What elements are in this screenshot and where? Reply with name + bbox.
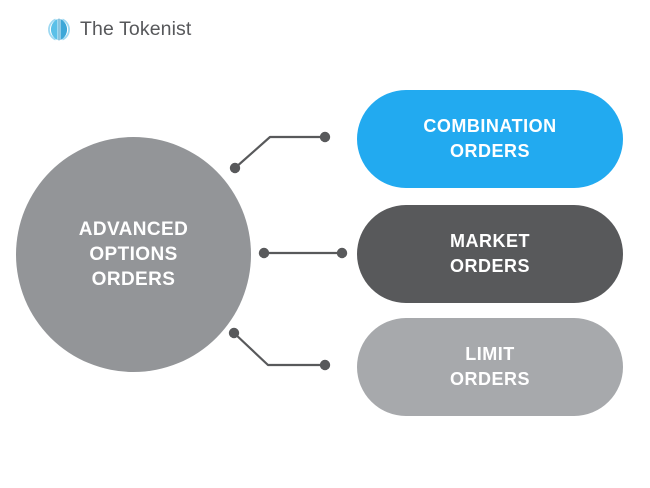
connector-dot-node-combination [319,131,331,143]
node-label-combination-orders: COMBINATION ORDERS [423,115,557,161]
connector-dot-hub-limit [228,327,240,339]
connector-path-limit [232,331,327,367]
connector-path-combination [233,135,327,170]
tokenist-circle-logo-icon [47,17,71,42]
connector-dot-node-market [336,247,348,259]
brand-name: The Tokenist [80,17,192,40]
node-combination-orders[interactable]: COMBINATION ORDERS [357,90,623,188]
hub-node-advanced-options-orders[interactable]: ADVANCED OPTIONS ORDERS [16,137,251,372]
connector-dot-node-limit [319,359,331,371]
brand-logo: The Tokenist [47,17,191,42]
node-market-orders[interactable]: MARKET ORDERS [357,205,623,303]
hub-node-label: ADVANCED OPTIONS ORDERS [78,218,189,291]
node-label-market-orders: MARKET ORDERS [449,230,530,276]
connector-dot-hub-combination [229,162,241,174]
node-limit-orders[interactable]: LIMIT ORDERS [357,318,623,416]
node-label-limit-orders: LIMIT ORDERS [449,343,530,389]
connector-dot-hub-market [258,247,270,259]
